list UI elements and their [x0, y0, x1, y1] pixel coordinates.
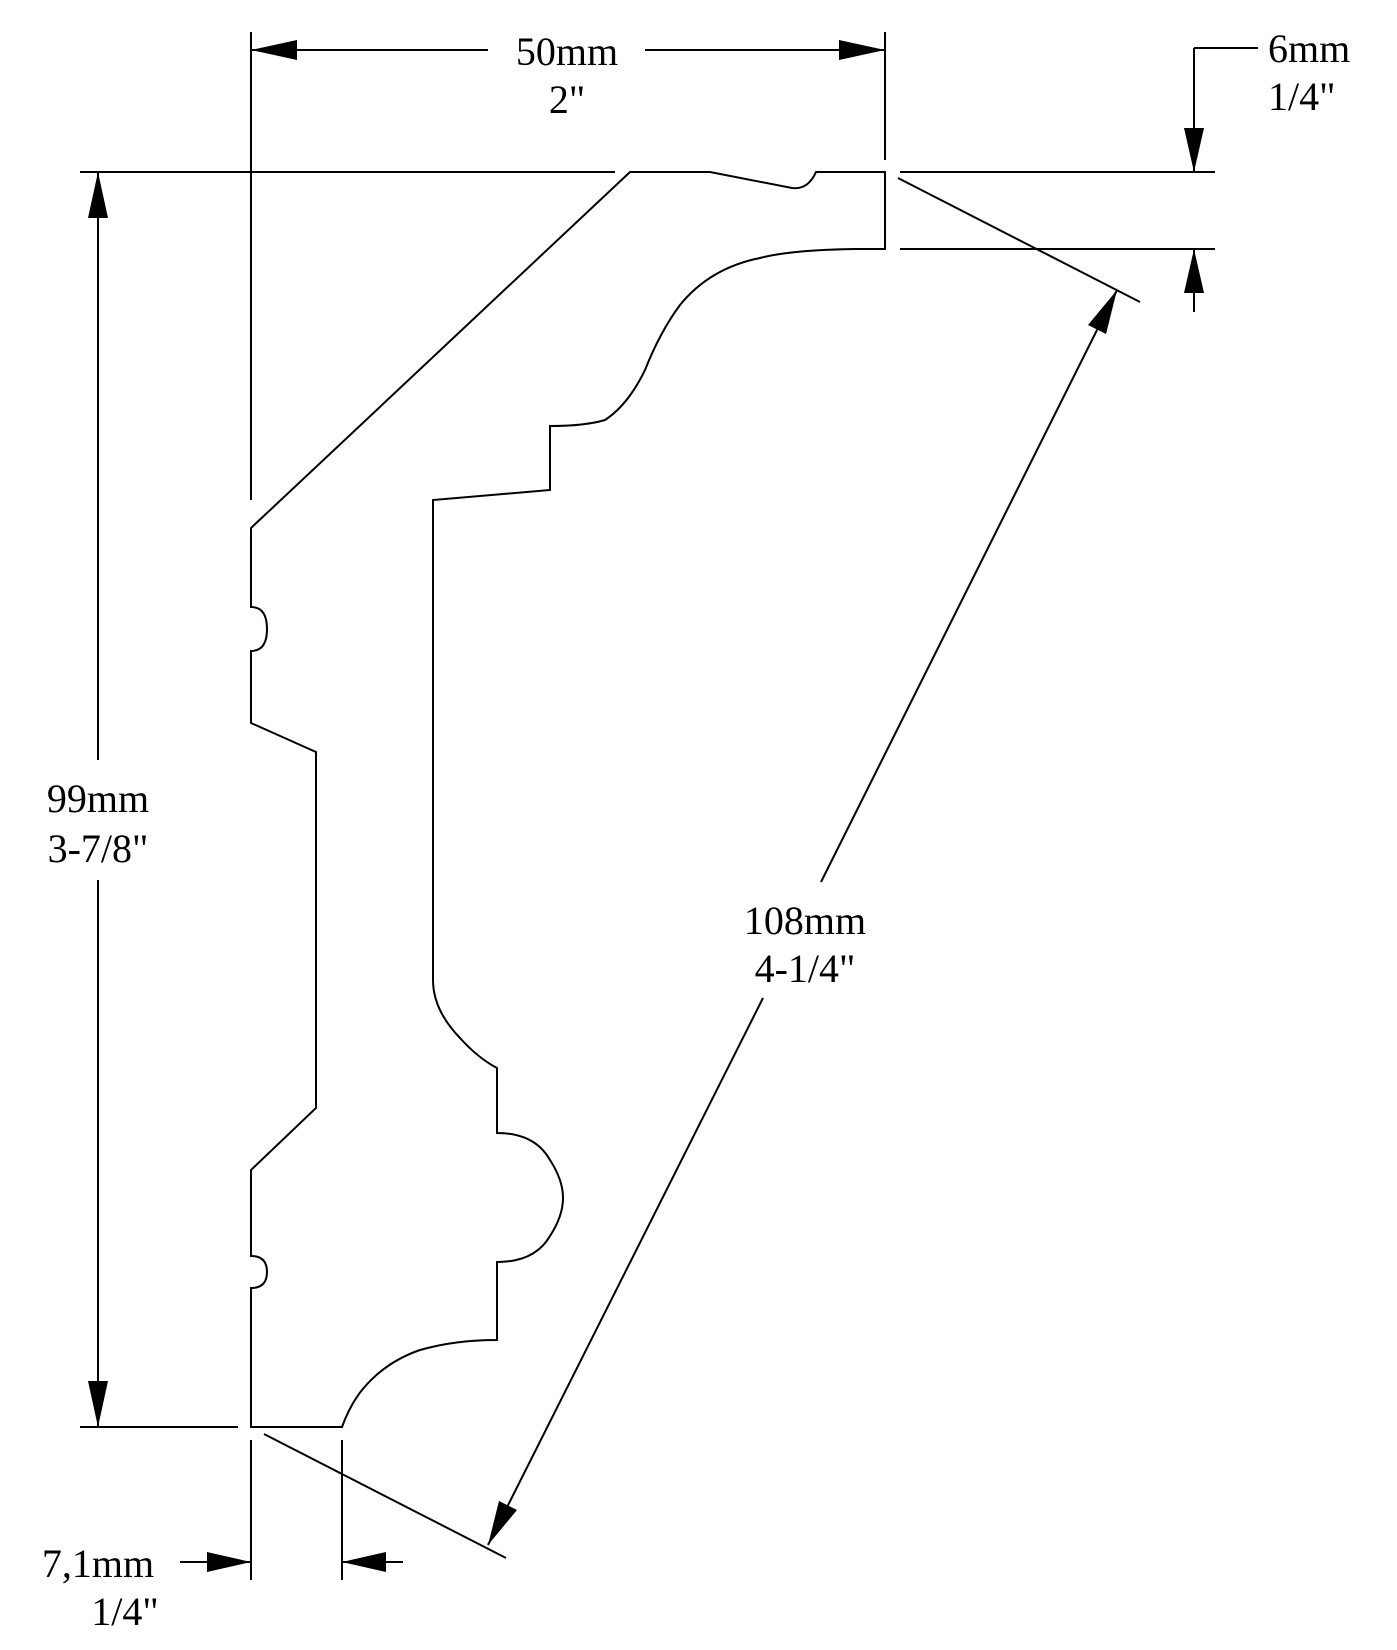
width-top-metric-label: 50mm	[516, 29, 618, 74]
bottom-offset-metric-label: 7,1mm	[42, 1541, 154, 1586]
arrowhead-up	[1184, 249, 1204, 293]
arrowhead-down	[1184, 128, 1204, 172]
width-top-imperial-label: 2"	[549, 77, 585, 122]
top-offset-metric-label: 6mm	[1268, 26, 1350, 71]
arrowhead-down	[88, 1381, 108, 1427]
dimension-bottom-offset: 7,1mm 1/4"	[42, 1541, 403, 1634]
arrowhead-up	[88, 172, 108, 218]
extension-line-diagonal-top	[897, 177, 1141, 303]
dimension-top-offset: 6mm 1/4"	[1184, 26, 1350, 312]
arrowhead-left	[342, 1552, 386, 1572]
arrowhead-upper	[1088, 290, 1117, 334]
top-offset-imperial-label: 1/4"	[1268, 74, 1335, 119]
bottom-offset-imperial-label: 1/4"	[91, 1589, 158, 1634]
height-imperial-label: 3-7/8"	[48, 826, 149, 871]
height-metric-label: 99mm	[47, 776, 149, 821]
extension-line-diagonal-bottom	[263, 1433, 507, 1559]
molding-profile-outline	[250, 171, 886, 1428]
dimension-width-top: 50mm 2"	[251, 29, 885, 122]
diagonal-imperial-label: 4-1/4"	[755, 946, 856, 991]
arrowhead-left	[251, 40, 297, 60]
diagonal-metric-label: 108mm	[744, 898, 866, 943]
dimension-diagonal: 108mm 4-1/4"	[487, 289, 1118, 1546]
arrowhead-lower	[488, 1501, 517, 1545]
arrowhead-right	[207, 1552, 251, 1572]
dimension-height: 99mm 3-7/8"	[47, 172, 149, 1427]
arrowhead-right	[839, 40, 885, 60]
